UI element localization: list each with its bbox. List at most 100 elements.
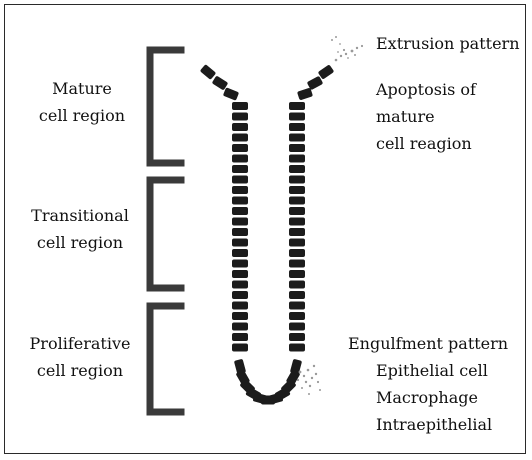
engulfment-speckle-dot-2 [307,369,310,372]
epithelial-cell-9 [232,165,248,173]
transitional-region-label: Transitional cell region [16,202,144,256]
epithelial-cell-7 [232,144,248,152]
epithelial-cell-32 [289,123,305,131]
engulfment-speckle-dot-12 [308,393,310,395]
extrusion-speckle-dot-9 [347,57,349,59]
epithelial-cell-20 [232,281,248,289]
epithelial-cell-52 [289,333,305,341]
epithelial-cell-43 [289,239,305,247]
extrusion-speckle-dot-4 [356,47,358,49]
engulfment-speckle-dot-0 [299,371,302,374]
extrusion-speckle-dot-10 [354,54,356,56]
epithelial-cell-2 [223,87,239,101]
epithelial-cell-39 [289,197,305,205]
intraepithelial-label: Intraepithelial [376,411,492,438]
transitional-label-line2: cell region [16,229,144,256]
epithelial-cell-40 [289,207,305,215]
epithelial-cell-27 [318,64,335,79]
extrusion-speckle-dot-5 [361,45,363,47]
epithelial-cell-53 [289,344,305,352]
epithelial-cell-35 [289,155,305,163]
bracket-proliferative [150,306,181,412]
bracket-mature [150,50,181,163]
engulfment-speckle-dot-9 [313,365,315,367]
mature-region-label: Mature cell region [22,75,142,129]
epithelial-cell-49 [289,302,305,310]
bracket-transitional [150,180,181,288]
epithelial-cell-44 [289,249,305,257]
epithelial-cell-label: Epithelial cell [376,357,492,384]
epithelial-cell-30 [289,102,305,110]
engulfment-speckle-dot-3 [311,377,313,379]
epithelial-cell-22 [232,302,248,310]
epithelial-cell-31 [289,113,305,121]
epithelial-cell-45 [289,260,305,268]
epithelial-cell-6 [232,134,248,142]
engulfment-speckle-dot-11 [297,379,299,381]
epithelial-cell-12 [232,197,248,205]
extrusion-speckle-dot-12 [337,51,339,53]
engulfment-items: Epithelial cell Macrophage Intraepitheli… [376,357,492,438]
epithelial-cell-42 [289,228,305,236]
extrusion-pattern-label: Extrusion pattern [376,30,520,57]
epithelial-cell-51 [289,323,305,331]
transitional-label-line1: Transitional [16,202,144,229]
epithelial-cell-11 [232,186,248,194]
proliferative-label-line2: cell region [16,357,144,384]
extrusion-speckle-dot-7 [335,36,337,38]
extrusion-speckle [331,36,363,61]
epithelial-cell-4 [232,113,248,121]
apoptosis-line3: cell reagion [376,130,476,157]
epithelial-cell-41 [289,218,305,226]
epithelial-cell-18 [232,260,248,268]
epithelial-cell-34 [289,144,305,152]
epithelial-cell-38 [289,186,305,194]
epithelial-cell-8 [232,155,248,163]
engulfment-speckle-dot-5 [305,381,307,383]
epithelial-cell-21 [232,291,248,299]
apoptosis-line2: mature [376,103,476,130]
epithelial-cell-29 [297,88,313,101]
epithelial-cell-46 [289,270,305,278]
epithelial-cell-64 [234,359,246,375]
epithelial-cell-17 [232,249,248,257]
engulfment-speckle-dot-4 [315,373,317,375]
epithelial-cell-5 [232,123,248,131]
epithelial-cell-13 [232,207,248,215]
epithelial-cell-47 [289,281,305,289]
apoptosis-line1: Apoptosis of [376,76,476,103]
proliferative-label-line1: Proliferative [16,330,144,357]
engulfment-speckle-dot-10 [319,389,321,391]
epithelial-cell-28 [307,76,324,91]
epithelial-cell-19 [232,270,248,278]
extrusion-speckle-dot-0 [335,59,338,62]
extrusion-speckle-dot-3 [351,50,354,53]
epithelial-cell-14 [232,218,248,226]
apoptosis-label: Apoptosis of mature cell reagion [376,76,476,157]
epithelial-cell-33 [289,134,305,142]
extrusion-speckle-dot-8 [339,43,341,45]
engulfment-speckle-dot-7 [317,381,319,383]
epithelial-cell-50 [289,312,305,320]
crypt-cell-column [200,64,335,405]
epithelial-cell-37 [289,176,305,184]
epithelial-cell-36 [289,165,305,173]
epithelial-cell-24 [232,323,248,331]
epithelial-cell-25 [232,333,248,341]
engulfment-speckle-dot-1 [303,375,305,377]
epithelial-cell-23 [232,312,248,320]
epithelial-cell-16 [232,239,248,247]
proliferative-region-label: Proliferative cell region [16,330,144,384]
mature-label-line2: cell region [22,102,142,129]
extrusion-speckle-dot-11 [343,49,345,51]
epithelial-cell-26 [232,344,248,352]
engulfment-pattern-label: Engulfment pattern [348,330,508,357]
epithelial-cell-1 [212,75,229,90]
engulfment-speckle-dot-6 [309,385,311,387]
mature-label-line1: Mature [22,75,142,102]
epithelial-cell-0 [200,64,217,80]
extrusion-speckle-dot-1 [340,55,342,57]
epithelial-cell-10 [232,176,248,184]
engulfment-speckle-dot-8 [301,387,303,389]
epithelial-cell-48 [289,291,305,299]
